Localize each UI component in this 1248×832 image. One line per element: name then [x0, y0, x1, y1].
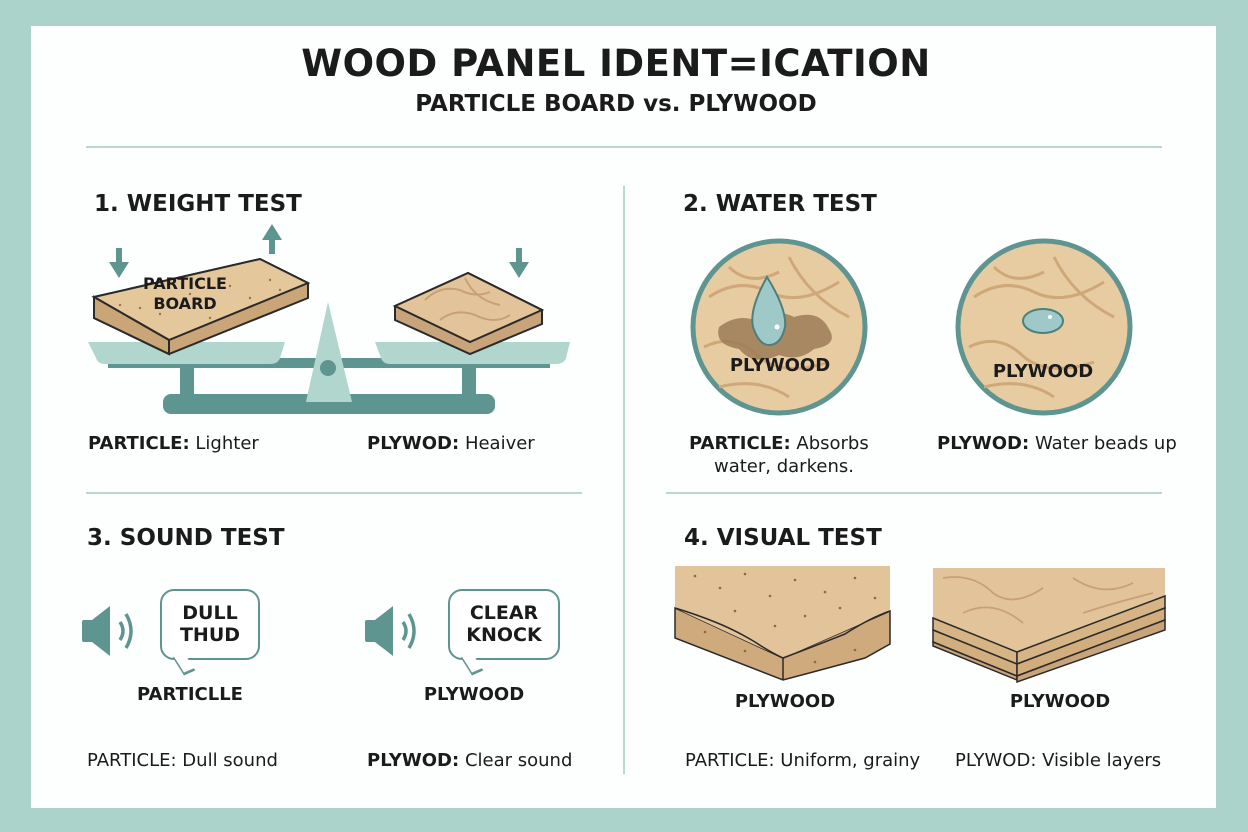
arrow-up-icon — [262, 224, 282, 254]
visual-label-2: PLYWOOD — [1009, 691, 1111, 712]
weight-test-title: 1. WEIGHT TEST — [94, 191, 302, 217]
absorb-circle-illustration — [690, 238, 868, 416]
caption-key: PLYWOD: — [955, 750, 1037, 771]
header-divider — [86, 146, 1162, 148]
bubble-line2: THUD — [179, 624, 241, 646]
caption-value: Visible layers — [1042, 750, 1162, 771]
sound-test-title: 3. SOUND TEST — [87, 525, 285, 551]
plywood-layers-illustration — [932, 568, 1166, 684]
caption-key: PARTICLE: — [87, 750, 177, 771]
sound-label-plywood: PLYWOOD — [423, 684, 525, 705]
caption-value-line2: water, darkens. — [714, 456, 854, 477]
water-particle-caption: PARTICLE: Absorbs water, darkens. — [689, 432, 869, 478]
sound-plywood-caption: PLYWOD: Clear sound — [367, 750, 572, 771]
caption-value: Uniform, grainy — [780, 750, 921, 771]
caption-value: Absorbs — [796, 433, 869, 454]
caption-value: Clear sound — [464, 750, 573, 771]
center-divider — [623, 186, 625, 774]
particle-board-label: PARTICLE BOARD — [130, 274, 240, 314]
water-circle-label-2: PLYWOOD — [992, 361, 1094, 382]
weight-particle-caption: PARTICLE: Lighter — [88, 433, 259, 454]
caption-value: Dull sound — [182, 750, 278, 771]
caption-key: PARTICLE: — [685, 750, 775, 771]
bubble-line1: DULL — [182, 602, 238, 624]
visual-label-1: PLYWOOD — [734, 691, 836, 712]
caption-key: PLYWOD: — [367, 750, 460, 771]
page-title: WOOD PANEL IDENT=ICATION — [301, 42, 931, 85]
water-plywood-caption: PLYWOD: Water beads up — [937, 433, 1177, 454]
caption-key: PARTICLE: — [88, 433, 190, 454]
page-subtitle: PARTICLE BOARD vs. PLYWOOD — [415, 91, 817, 117]
caption-value: Lighter — [195, 433, 259, 454]
caption-value: Heaiver — [464, 433, 535, 454]
bubble-line1: CLEAR — [469, 602, 539, 624]
caption-key: PARTICLE: — [689, 433, 791, 454]
visual-particle-caption: PARTICLE: Uniform, grainy — [685, 750, 920, 771]
visual-test-title: 4. VISUAL TEST — [684, 525, 882, 551]
right-row-divider — [666, 492, 1162, 494]
left-row-divider — [86, 492, 582, 494]
caption-value: Water beads up — [1034, 433, 1177, 454]
caption-key: PLYWOD: — [937, 433, 1030, 454]
bubble-line2: KNOCK — [466, 624, 542, 646]
water-bead-icon — [1022, 308, 1064, 334]
speech-bubble-clear: CLEAR KNOCK — [448, 589, 560, 660]
visual-plywood-caption: PLYWOD: Visible layers — [955, 750, 1161, 771]
water-circle-label-1: PLYWOOD — [729, 355, 831, 376]
water-test-title: 2. WATER TEST — [683, 191, 877, 217]
arrow-down-icon — [509, 248, 529, 278]
speech-bubble-dull: DULL THUD — [160, 589, 260, 660]
arrow-down-icon — [109, 248, 129, 278]
sound-particle-caption: PARTICLE: Dull sound — [87, 750, 278, 771]
weight-plywood-caption: PLYWOD: Heaiver — [367, 433, 535, 454]
particle-board-label-line2: BOARD — [153, 294, 217, 313]
sound-label-particle: PARTICLLE — [137, 684, 243, 705]
caption-key: PLYWOD: — [367, 433, 460, 454]
particle-board-edge-illustration — [674, 566, 891, 681]
speaker-icon — [365, 606, 416, 656]
bead-circle-illustration — [955, 238, 1133, 416]
balance-scale-illustration — [88, 224, 570, 414]
particle-board-label-line1: PARTICLE — [143, 274, 227, 293]
speaker-icon — [82, 606, 133, 656]
